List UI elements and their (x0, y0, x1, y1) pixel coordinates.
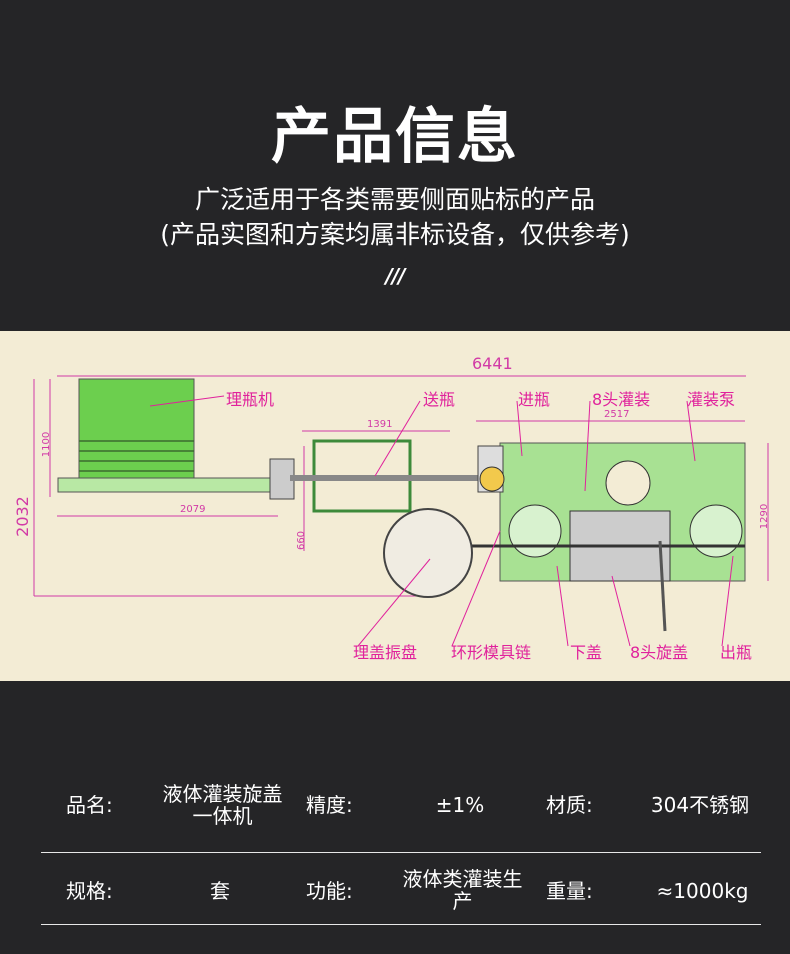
subtitle-line-1: 广泛适用于各类需要侧面贴标的产品 (194, 185, 595, 214)
label-bottle-feed: 送瓶 (423, 390, 456, 409)
spec-label-precision: 精度: (306, 793, 353, 817)
spec-value-precision: ±1% (435, 793, 485, 817)
page-title: 产品信息 (271, 102, 519, 172)
label-filling-pump: 灌装泵 (687, 390, 736, 409)
spec-label-function: 功能: (306, 879, 353, 903)
dim-main-width: 1290 (759, 503, 771, 530)
dim-sorter-height: 1100 (41, 431, 53, 458)
table-divider (41, 924, 761, 925)
leader-lines (149, 395, 734, 647)
spec-label-material: 材质: (546, 793, 593, 817)
table-divider (41, 852, 761, 853)
spec-value-material: 304不锈钢 (650, 793, 750, 817)
dim-sorter-length: 2079 (180, 504, 206, 515)
dim-main-length: 2517 (604, 409, 630, 420)
label-cap-vibrator: 理盖振盘 (353, 643, 418, 662)
spec-value-weight: ≈1000kg (656, 879, 749, 903)
decorative-slashes: /// (385, 264, 406, 288)
machine-layout-diagram: 理瓶机 送瓶 进瓶 8头灌装 灌装泵 理盖振盘 环形模具链 下盖 8头旋盖 出瓶… (0, 331, 790, 681)
dimension-lines (33, 375, 769, 597)
cap-vibrator-bowl (383, 508, 473, 598)
spec-value-spec: 套 (210, 879, 230, 903)
subtitle-line-2: (产品实图和方案均属非标设备，仅供参考) (160, 220, 630, 249)
dim-feed-length: 1391 (367, 419, 393, 430)
label-bottle-out: 出瓶 (720, 643, 753, 662)
label-capping-8head: 8头旋盖 (630, 643, 689, 662)
label-filling-8head: 8头灌装 (592, 390, 651, 409)
label-bottle-in: 进瓶 (518, 390, 551, 409)
spec-value-function: 液体类灌装生产 (402, 867, 523, 913)
machine-drawing (33, 375, 769, 647)
sorter-base (57, 477, 289, 493)
spec-label-weight: 重量: (546, 879, 593, 903)
dim-feed-offset: 660 (296, 530, 308, 551)
label-cap-drop: 下盖 (570, 643, 603, 662)
label-bottle-sorter: 理瓶机 (226, 390, 275, 409)
spec-value-name: 液体灌装旋盖一体机 (162, 782, 283, 828)
dim-total-length: 6441 (472, 354, 513, 373)
conveyor (290, 475, 500, 481)
spec-label-spec: 规格: (66, 879, 113, 903)
dim-total-width: 2032 (12, 496, 32, 537)
spec-label-name: 品名: (66, 793, 113, 817)
label-ring-mold-chain: 环形模具链 (451, 643, 532, 662)
bottle-sorter-hopper (78, 378, 195, 480)
